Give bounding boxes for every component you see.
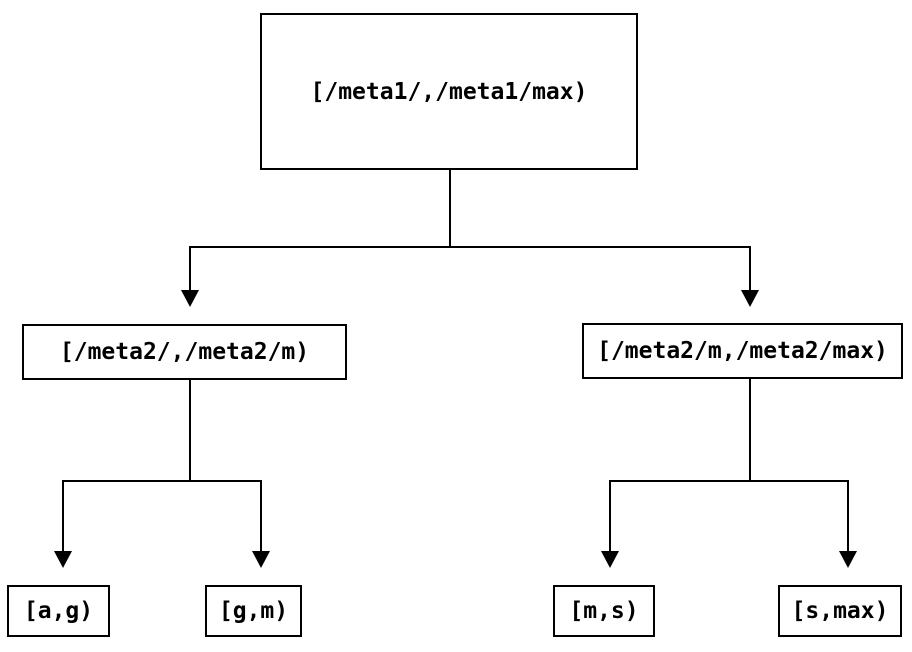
node-leaf-ag: [a,g) <box>7 585 110 637</box>
node-meta2-left: [/meta2/,/meta2/m) <box>22 324 347 380</box>
node-root-label: [/meta1/,/meta1/max) <box>310 78 588 105</box>
node-meta2-right: [/meta2/m,/meta2/max) <box>582 323 903 379</box>
node-leaf-gm-label: [g,m) <box>218 598 289 624</box>
arrowhead-icon <box>252 551 270 568</box>
arrowhead-icon <box>181 290 199 307</box>
node-leaf-smax-label: [s,max) <box>791 598 889 624</box>
node-meta2-left-label: [/meta2/,/meta2/m) <box>59 339 310 365</box>
node-leaf-ms: [m,s) <box>553 585 655 637</box>
node-meta2-right-label: [/meta2/m,/meta2/max) <box>597 338 888 364</box>
node-leaf-ag-label: [a,g) <box>23 598 94 624</box>
node-leaf-smax: [s,max) <box>778 585 902 637</box>
arrowhead-icon <box>839 551 857 568</box>
node-leaf-gm: [g,m) <box>205 585 302 637</box>
arrowhead-icon <box>601 551 619 568</box>
node-leaf-ms-label: [m,s) <box>569 598 639 624</box>
node-root: [/meta1/,/meta1/max) <box>260 13 638 170</box>
arrowhead-icon <box>741 290 759 307</box>
arrowhead-icon <box>54 551 72 568</box>
